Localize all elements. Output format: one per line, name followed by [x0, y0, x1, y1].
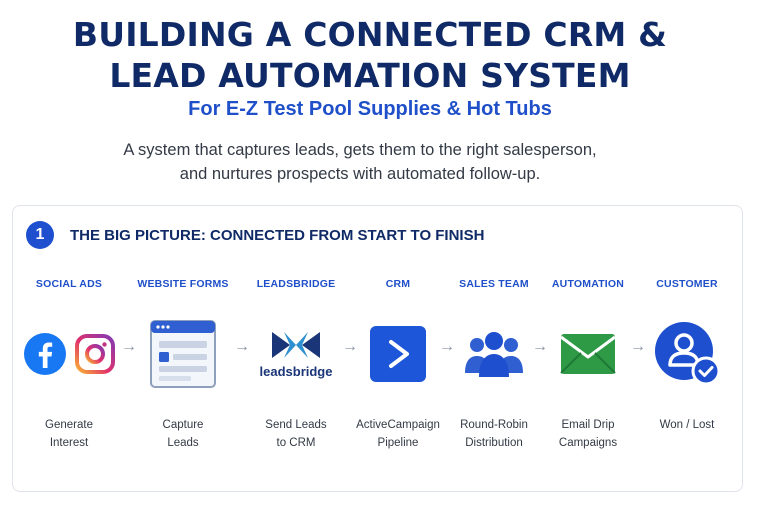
section-number-badge: 1 [26, 221, 54, 249]
leadsbridge-logo-icon [272, 331, 320, 358]
stage-label: CRM [385, 278, 411, 290]
stage-label: LEADSBRIDGE [256, 278, 336, 290]
customer-check-icon [655, 322, 721, 386]
title-line-1: BUILDING A CONNECTED CRM & [72, 15, 668, 54]
stage-caption-line-2: Leads [167, 437, 199, 449]
stage-label: SALES TEAM [459, 278, 529, 290]
stage-caption-line-1: Won / Lost [659, 419, 715, 431]
stage-label: SOCIAL ADS [35, 278, 103, 290]
stage-caption-line-2: Interest [49, 437, 89, 449]
stage-label: WEBSITE FORMS [137, 278, 229, 290]
page-subtitle: For E-Z Test Pool Supplies & Hot Tubs [188, 98, 552, 120]
stage-customer: CUSTOMER Won / Lost [632, 278, 742, 434]
section-heading: THE BIG PICTURE: CONNECTED FROM START TO… [70, 227, 485, 244]
stage-caption-line-2: Campaigns [558, 437, 618, 449]
stage-caption-line-1: Generate [45, 419, 93, 431]
description-line-2: and nurtures prospects with automated fo… [179, 165, 541, 183]
title-line-2: LEAD AUTOMATION SYSTEM [109, 56, 631, 95]
facebook-icon [24, 333, 66, 375]
instagram-icon [75, 334, 115, 374]
email-icon [560, 334, 616, 374]
stage-label: AUTOMATION [551, 278, 625, 290]
web-form-icon [150, 320, 216, 388]
flow-arrow-icon: → [234, 338, 250, 355]
stage-crm: CRM ActiveCampaign Pipeline [343, 278, 453, 452]
stage-label: CUSTOMER [656, 278, 718, 290]
flow-arrow-icon: → [439, 338, 455, 355]
leadsbridge-wordmark: leadsbridge [259, 363, 333, 379]
page-title: BUILDING A CONNECTED CRM & LEAD AUTOMATI… [0, 14, 740, 96]
flow-arrow-icon: → [342, 338, 358, 355]
page-description: A system that captures leads, gets them … [0, 138, 720, 186]
stage-social-ads: SOCIAL ADS Generate Interest [14, 278, 124, 452]
stage-caption-line-2: to CRM [276, 437, 316, 449]
stage-caption-line-1: Send Leads [265, 419, 327, 431]
stage-automation: AUTOMATION Email Drip Campaigns [533, 278, 643, 452]
stage-caption-line-1: Email Drip [561, 419, 615, 431]
stage-leadsbridge: LEADSBRIDGE leadsbridge Send Leads to CR… [241, 278, 351, 452]
activecampaign-icon [370, 326, 426, 382]
description-line-1: A system that captures leads, gets them … [123, 141, 597, 159]
flow-arrow-icon: → [630, 338, 646, 355]
flow-arrow-icon: → [532, 338, 548, 355]
team-icon [465, 332, 523, 377]
stage-sales-team: SALES TEAM Round-Robin Distribution [439, 278, 549, 452]
stage-website-forms: WEBSITE FORMS Capture Leads [128, 278, 238, 452]
stage-caption-line-1: Capture [162, 419, 204, 431]
stage-caption-line-2: Distribution [465, 437, 523, 449]
flow-arrow-icon: → [121, 338, 137, 355]
stage-caption-line-2: Pipeline [377, 437, 419, 449]
stage-caption-line-1: ActiveCampaign [356, 419, 440, 431]
stage-caption-line-1: Round-Robin [460, 419, 528, 431]
